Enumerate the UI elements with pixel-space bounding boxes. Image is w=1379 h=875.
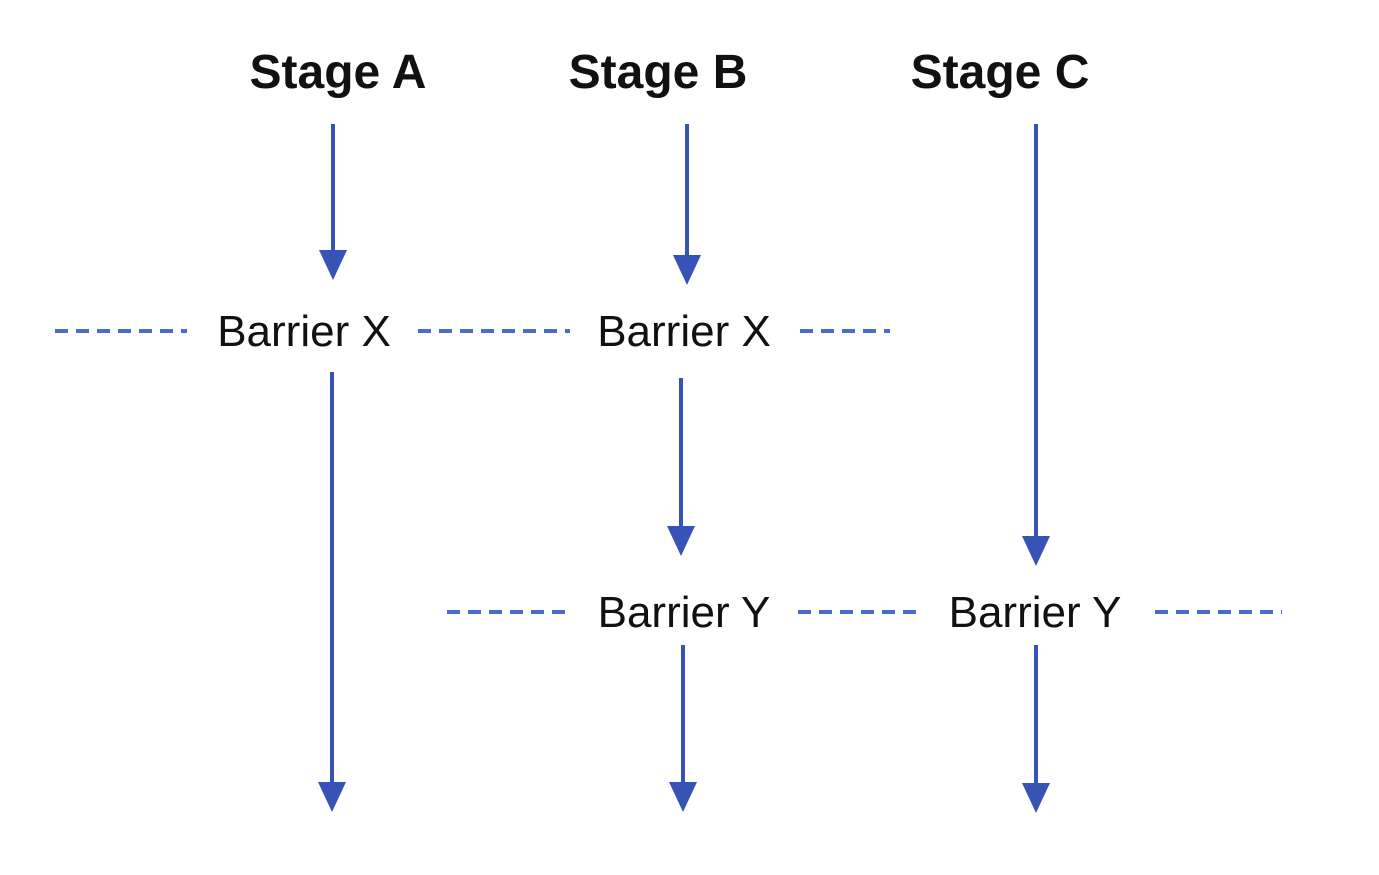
stage-b-arrow-top [673,124,701,285]
stage-b-flow [667,124,701,812]
stage-b-arrow-middle [667,378,695,556]
stage-a-flow [318,124,347,812]
stage-a-label: Stage A [250,46,427,99]
stage-c-arrow-top [1022,124,1050,566]
stage-c-arrow-bottom [1022,645,1050,813]
barrier-x-label-stage-a: Barrier X [217,307,391,356]
arrowhead-down-icon [669,782,697,812]
arrowhead-down-icon [318,782,346,812]
arrowhead-down-icon [673,255,701,285]
barrier-x-row: Barrier X Barrier X [55,307,890,356]
stage-headers: Stage A Stage B Stage C [250,46,1090,99]
stage-c-label: Stage C [911,46,1090,99]
barrier-x-label-stage-b: Barrier X [597,307,771,356]
barrier-y-label-stage-c: Barrier Y [949,588,1122,637]
arrowhead-down-icon [1022,536,1050,566]
arrowhead-down-icon [667,526,695,556]
stage-a-arrow-bottom [318,372,346,812]
stage-a-arrow-top [319,124,347,280]
stage-b-label: Stage B [569,46,748,99]
barrier-y-label-stage-b: Barrier Y [598,588,771,637]
stage-b-arrow-bottom [669,645,697,812]
arrowhead-down-icon [319,250,347,280]
barrier-y-row: Barrier Y Barrier Y [447,588,1282,637]
stage-c-flow [1022,124,1050,813]
arrowhead-down-icon [1022,783,1050,813]
